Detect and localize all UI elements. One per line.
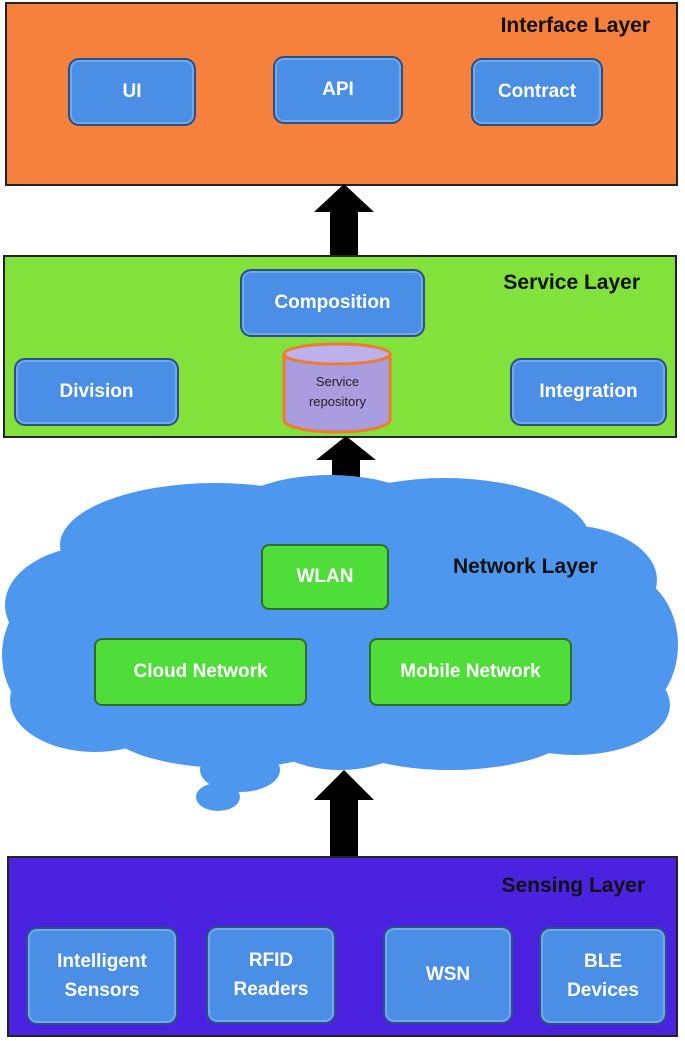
mobile-network-box: Mobile Network xyxy=(369,638,572,706)
composition-box: Composition xyxy=(240,269,425,337)
integration-box: Integration xyxy=(510,358,667,426)
division-box: Division xyxy=(14,358,179,426)
ble-devices-line2: Devices xyxy=(567,980,639,1001)
interface-layer: Interface Layer UI API Contract xyxy=(5,2,678,186)
sensing-layer: Sensing Layer Intelligent Sensors RFID R… xyxy=(7,856,678,1037)
rfid-readers-box: RFID Readers xyxy=(206,926,336,1024)
network-layer-title: Network Layer xyxy=(453,555,598,578)
repository-label-line1: Service xyxy=(315,374,360,389)
api-box: API xyxy=(273,56,403,124)
sensing-layer-title: Sensing Layer xyxy=(501,874,645,897)
arrow-network-to-service xyxy=(314,436,378,498)
contract-box: Contract xyxy=(471,58,603,126)
rfid-readers-line1: RFID xyxy=(248,949,294,971)
interface-layer-title: Interface Layer xyxy=(500,14,650,37)
ui-box: UI xyxy=(68,58,196,126)
repository-label-line2: repository xyxy=(308,393,367,409)
rfid-readers-line2: Readers xyxy=(233,979,309,1000)
intelligent-sensors-box: Intelligent Sensors xyxy=(26,927,178,1025)
wlan-box: WLAN xyxy=(261,544,389,610)
cloud-network-box: Cloud Network xyxy=(94,638,307,706)
ble-devices-box: BLE Devices xyxy=(539,927,667,1025)
service-layer-title: Service Layer xyxy=(503,271,640,294)
network-layer-cloud: Network Layer WLAN Cloud Network Mobile … xyxy=(0,470,685,830)
intelligent-sensors-line2: Sensors xyxy=(64,980,140,1001)
cylinder-icon xyxy=(282,342,392,434)
service-layer: Service Layer Composition Division Integ… xyxy=(3,255,677,438)
arrow-service-to-interface xyxy=(312,184,376,256)
wsn-box: WSN xyxy=(383,926,513,1024)
arrow-sensing-to-network xyxy=(312,770,376,858)
intelligent-sensors-line1: Intelligent xyxy=(57,950,147,972)
ble-devices-line1: BLE xyxy=(584,950,622,972)
service-repository-cylinder: Service repository xyxy=(280,342,395,435)
